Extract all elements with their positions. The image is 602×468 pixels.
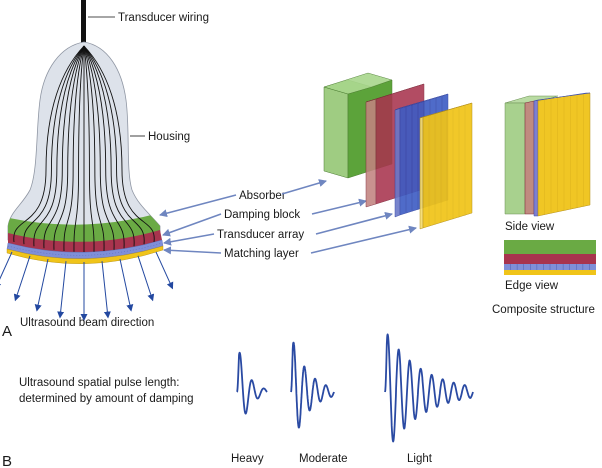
beam-arrow [34,258,49,312]
label-side-view: Side view [505,221,555,233]
label-beam-direction: Ultrasound beam direction [20,317,154,329]
beam-arrow [0,251,13,290]
damping-layer [8,230,162,253]
pulse-caption-line2: determined by amount of damping [19,393,194,405]
wire [83,45,155,243]
label-housing: Housing [148,131,190,143]
wire [43,45,85,249]
beam-arrow [137,255,155,302]
label-transducer-array: Transducer array [217,229,304,241]
beam-arrow [155,251,174,290]
arrow-damping-probe [162,213,222,237]
wire [83,45,105,252]
pulse-wave-heavy [236,351,268,415]
arrow-matching-probe [163,246,222,255]
arrow-absorber-probe [159,194,237,218]
wire [53,45,85,250]
pulse-wave-light [384,333,474,443]
beam-arrow [101,261,111,319]
internal-wires [13,45,155,252]
beam-arrows [0,251,174,321]
beam-arrow [13,255,31,302]
pulse-label-moderate: Moderate [299,453,348,465]
wire [23,45,85,245]
wire [83,45,135,247]
arrow-array-probe [163,233,215,246]
wire [83,45,95,252]
transducer-array-elements [7,242,163,256]
label-transducer-wiring: Transducer wiring [118,12,209,24]
edge-view [504,240,596,275]
pulse-caption-line1: Ultrasound spatial pulse length: [19,377,179,389]
pulse-label-heavy: Heavy [231,453,264,465]
arrow-absorber-block [281,179,327,195]
wire [13,45,85,243]
arrow-matching-block [310,225,417,254]
wire [83,45,115,250]
label-damping-block: Damping block [224,209,300,221]
probe [0,0,174,321]
panel-b-letter: B [2,453,12,468]
panel-a-letter: A [2,323,12,340]
arrow-array-block [315,211,393,235]
label-edge-view: Edge view [505,280,559,292]
label-matching-layer: Matching layer [224,248,299,260]
wire [63,45,85,252]
transducer-wiring-cable [81,0,86,46]
beam-arrow [119,258,134,312]
wire [73,45,85,252]
beam-arrow [57,261,67,319]
pulse-waveforms [236,333,474,443]
pulse-label-light: Light [407,453,433,465]
exploded-layers [323,72,473,230]
matching-layer [6,245,164,264]
pulse-wave-moderate [290,341,335,429]
wire [83,45,125,249]
wire [33,45,85,247]
label-composite-structure: Composite structure [492,304,595,316]
wire [83,45,145,245]
arrow-damping-block [311,198,367,215]
side-view [504,92,591,217]
label-absorber: Absorber [239,190,286,202]
matching-layer-block [419,102,473,230]
